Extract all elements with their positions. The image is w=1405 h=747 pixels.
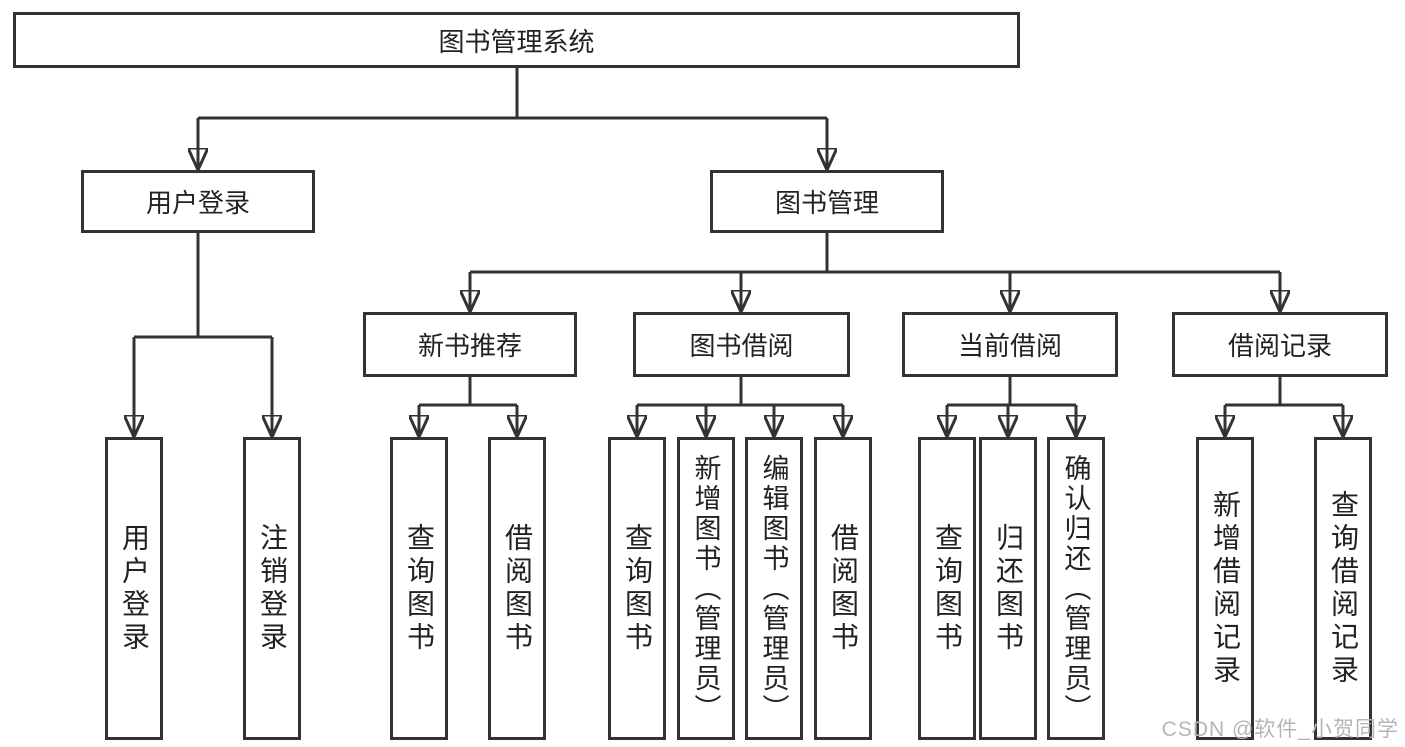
leaf-borrow-add: 新增图书（管理员） bbox=[677, 437, 735, 740]
node-root: 图书管理系统 bbox=[13, 12, 1020, 68]
node-new-rec: 新书推荐 bbox=[363, 312, 577, 377]
node-records: 借阅记录 bbox=[1172, 312, 1388, 377]
leaf-records-query: 查询借阅记录 bbox=[1314, 437, 1372, 740]
leaf-borrow-do: 借阅图书 bbox=[814, 437, 872, 740]
leaf-records-add: 新增借阅记录 bbox=[1196, 437, 1254, 740]
node-current: 当前借阅 bbox=[902, 312, 1118, 377]
leaf-cur-return: 归还图书 bbox=[979, 437, 1037, 740]
node-borrow: 图书借阅 bbox=[633, 312, 850, 377]
leaf-user-login: 用户登录 bbox=[105, 437, 163, 740]
node-book-mgmt: 图书管理 bbox=[710, 170, 944, 233]
csdn-watermark: CSDN @软件_小贺同学 bbox=[1161, 718, 1399, 741]
leaf-rec-query: 查询图书 bbox=[390, 437, 448, 740]
leaf-cur-query: 查询图书 bbox=[918, 437, 976, 740]
leaf-cur-confirm: 确认归还（管理员） bbox=[1047, 437, 1105, 740]
leaf-logout: 注销登录 bbox=[243, 437, 301, 740]
leaf-borrow-query: 查询图书 bbox=[608, 437, 666, 740]
leaf-borrow-edit: 编辑图书（管理员） bbox=[745, 437, 803, 740]
node-user-login: 用户登录 bbox=[81, 170, 315, 233]
leaf-rec-borrow: 借阅图书 bbox=[488, 437, 546, 740]
